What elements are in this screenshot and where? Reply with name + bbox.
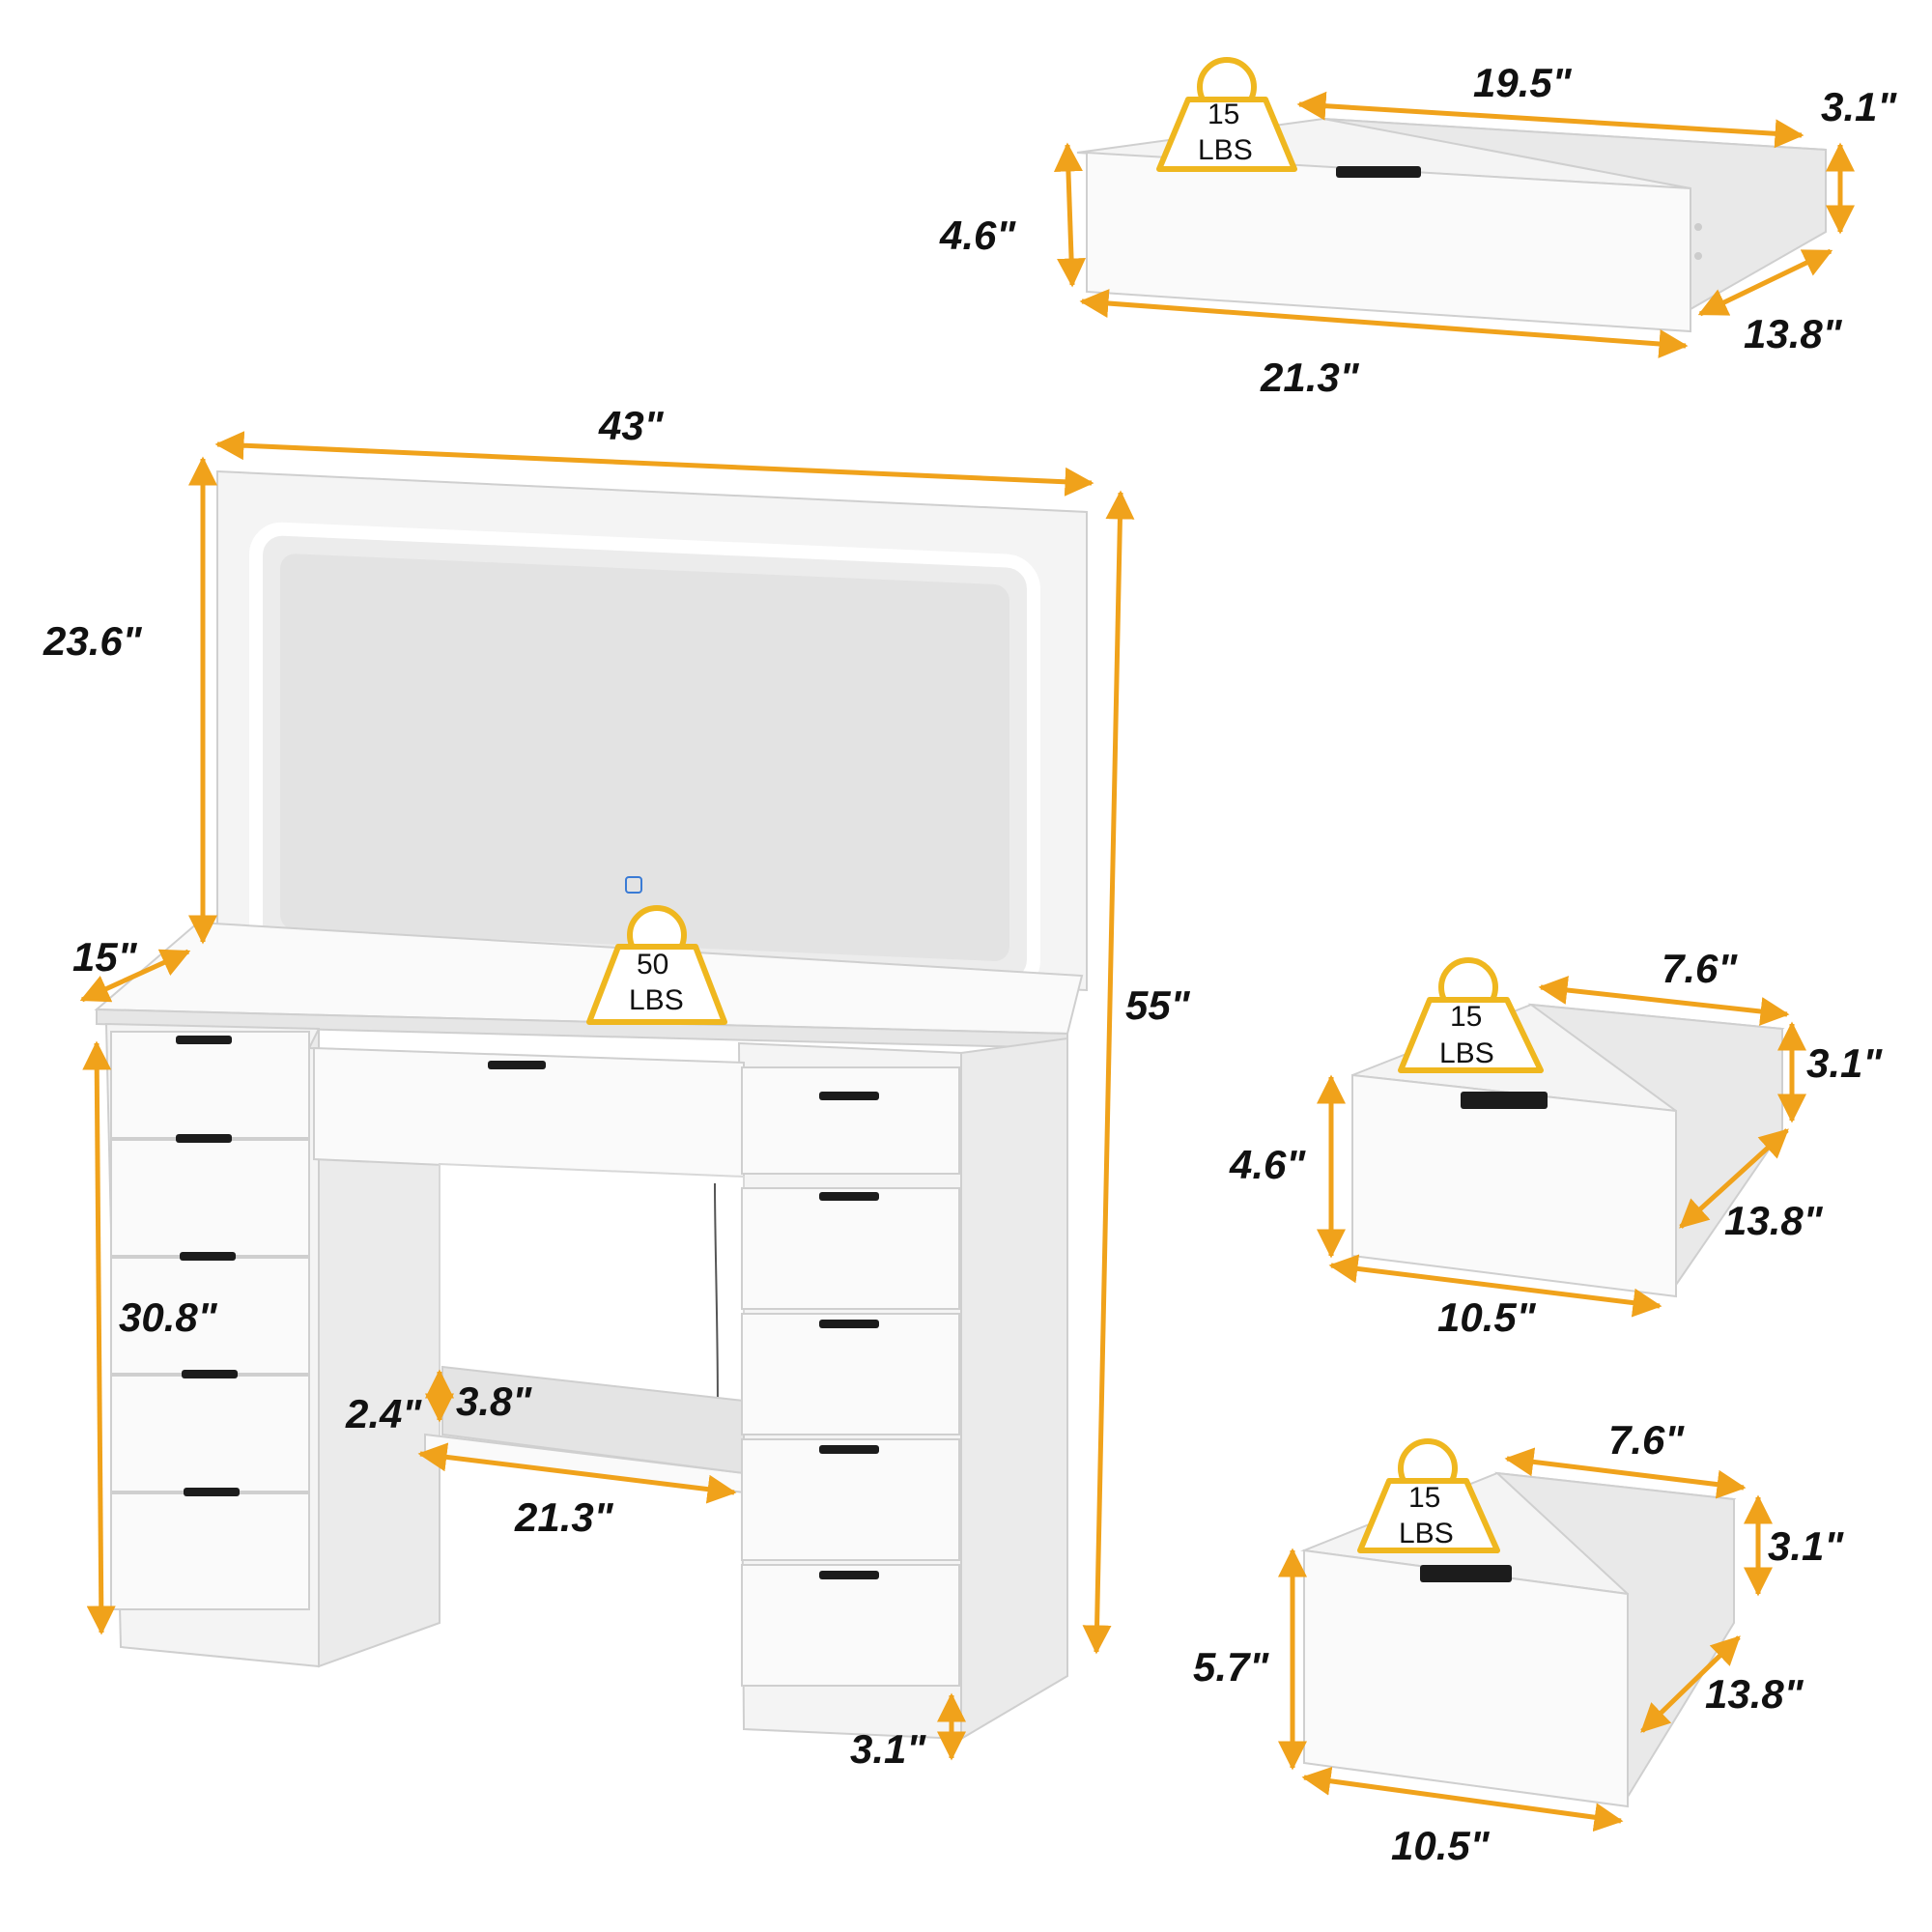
- small-drawer-load-badge: 15 LBS: [1398, 957, 1544, 1073]
- large-drawer-front-width: 21.3": [1260, 355, 1360, 400]
- large-drawer-load-badge: 15 LBS: [1156, 57, 1297, 172]
- deep-drawer-inner-width: 7.6": [1608, 1417, 1685, 1463]
- small-drawer-front-width: 10.5": [1437, 1294, 1537, 1340]
- small-drawer-front: [1351, 1073, 1677, 1298]
- small-drawer-handle: [1461, 1092, 1548, 1109]
- large-drawer-inner-height: 3.1": [1821, 84, 1897, 129]
- large-drawer-front-height: 4.6": [939, 213, 1016, 258]
- shelf-height-label: 2.4": [345, 1391, 422, 1436]
- left-drawer-stack: [110, 1031, 310, 1610]
- deep-drawer-front-width: 10.5": [1391, 1823, 1491, 1868]
- deep-drawer-depth: 13.8": [1705, 1671, 1804, 1717]
- svg-text:50: 50: [637, 949, 668, 980]
- deep-drawer-front: [1303, 1548, 1629, 1808]
- svg-text:LBS: LBS: [1439, 1037, 1494, 1069]
- svg-text:15: 15: [1408, 1482, 1440, 1514]
- small-drawer-depth: 13.8": [1724, 1198, 1824, 1243]
- large-drawer-inner-width: 19.5": [1473, 60, 1573, 105]
- vanity-load-badge: 50 LBS: [586, 905, 727, 1025]
- vanity-depth-label: 15": [72, 934, 138, 980]
- large-drawer-dimension-arrows: [1053, 91, 1855, 358]
- svg-text:LBS: LBS: [1198, 134, 1253, 166]
- desk-height-label: 30.8": [119, 1294, 218, 1340]
- small-drawer-inner-width: 7.6": [1662, 946, 1738, 991]
- deep-drawer-load-badge: 15 LBS: [1357, 1438, 1500, 1553]
- deep-drawer-front-height: 5.7": [1193, 1644, 1269, 1690]
- deep-drawer-dimension-arrows: [1278, 1447, 1773, 1833]
- mirror-glass: [280, 554, 1009, 961]
- center-drawer-handle: [488, 1061, 546, 1069]
- deep-drawer-handle: [1420, 1565, 1512, 1582]
- vanity-illustration: [94, 469, 1088, 1741]
- svg-text:15: 15: [1450, 1001, 1482, 1033]
- total-height-label: 55": [1125, 982, 1191, 1028]
- touch-sensor-icon: [625, 876, 642, 894]
- small-drawer-dimension-arrows: [1317, 976, 1806, 1318]
- shelf-depth-label: 3.8": [456, 1378, 532, 1424]
- large-drawer-handle: [1336, 166, 1421, 178]
- deep-drawer-inner-height: 3.1": [1768, 1523, 1844, 1569]
- vanity-dimension-arrows: [79, 431, 1135, 1761]
- vanity-width-label: 43": [598, 403, 665, 448]
- svg-text:15: 15: [1208, 99, 1239, 130]
- small-drawer-front-height: 4.6": [1229, 1142, 1306, 1187]
- small-drawer-inner-height: 3.1": [1806, 1040, 1883, 1086]
- svg-text:LBS: LBS: [1399, 1518, 1454, 1549]
- right-drawer-stack: [741, 1066, 960, 1687]
- large-drawer-depth: 13.8": [1744, 311, 1843, 356]
- shelf-width-label: 21.3": [514, 1494, 614, 1540]
- svg-text:LBS: LBS: [629, 984, 684, 1016]
- base-height-label: 3.1": [850, 1726, 926, 1772]
- mirror-height-label: 23.6": [43, 618, 143, 664]
- large-drawer-front: [1086, 151, 1691, 333]
